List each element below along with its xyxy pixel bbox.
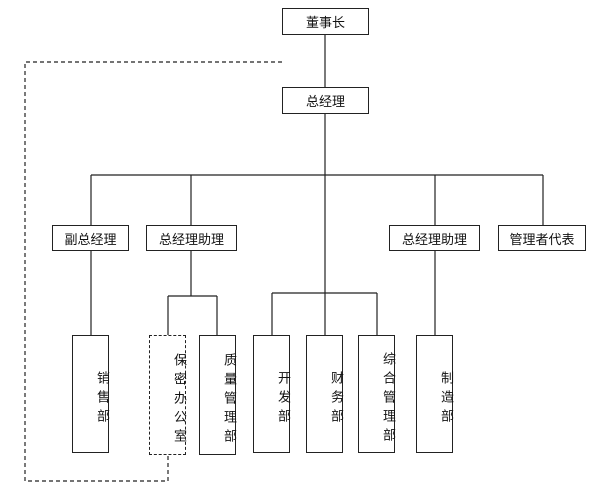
node-vice-gm: 副总经理 — [52, 225, 129, 251]
node-gm-assistant-left-label: 总经理助理 — [158, 232, 224, 248]
node-quality-label: 质量管理部 — [221, 352, 236, 448]
node-general-mgmt-label: 综合管理部 — [380, 351, 395, 447]
node-quality: 质量管理部 — [199, 335, 236, 455]
node-development: 开发部 — [253, 335, 290, 453]
node-finance-label: 财务部 — [328, 370, 343, 428]
node-sales-label: 销售部 — [94, 370, 109, 428]
node-chairman: 董事长 — [282, 8, 369, 35]
node-development-label: 开发部 — [275, 370, 290, 428]
node-sales: 销售部 — [72, 335, 109, 453]
node-gm-assistant-right: 总经理助理 — [389, 225, 480, 251]
node-gm-assistant-left: 总经理助理 — [146, 225, 237, 251]
node-gm-assistant-right-label: 总经理助理 — [401, 232, 467, 248]
node-manufacturing-label: 制造部 — [438, 370, 453, 428]
node-mgmt-rep-label: 管理者代表 — [509, 232, 575, 248]
node-gm: 总经理 — [282, 87, 369, 114]
node-general-mgmt: 综合管理部 — [358, 335, 395, 453]
node-vice-gm-label: 副总经理 — [64, 232, 117, 248]
dashed-link-chairman-security — [24, 61, 282, 482]
node-chairman-label: 董事长 — [305, 16, 345, 31]
node-mgmt-rep: 管理者代表 — [498, 225, 586, 251]
node-gm-label: 总经理 — [305, 95, 345, 110]
node-security-office-label: 保密办公室 — [171, 352, 186, 448]
node-manufacturing: 制造部 — [416, 335, 453, 453]
node-finance: 财务部 — [306, 335, 343, 453]
node-security-office: 保密办公室 — [149, 335, 186, 455]
